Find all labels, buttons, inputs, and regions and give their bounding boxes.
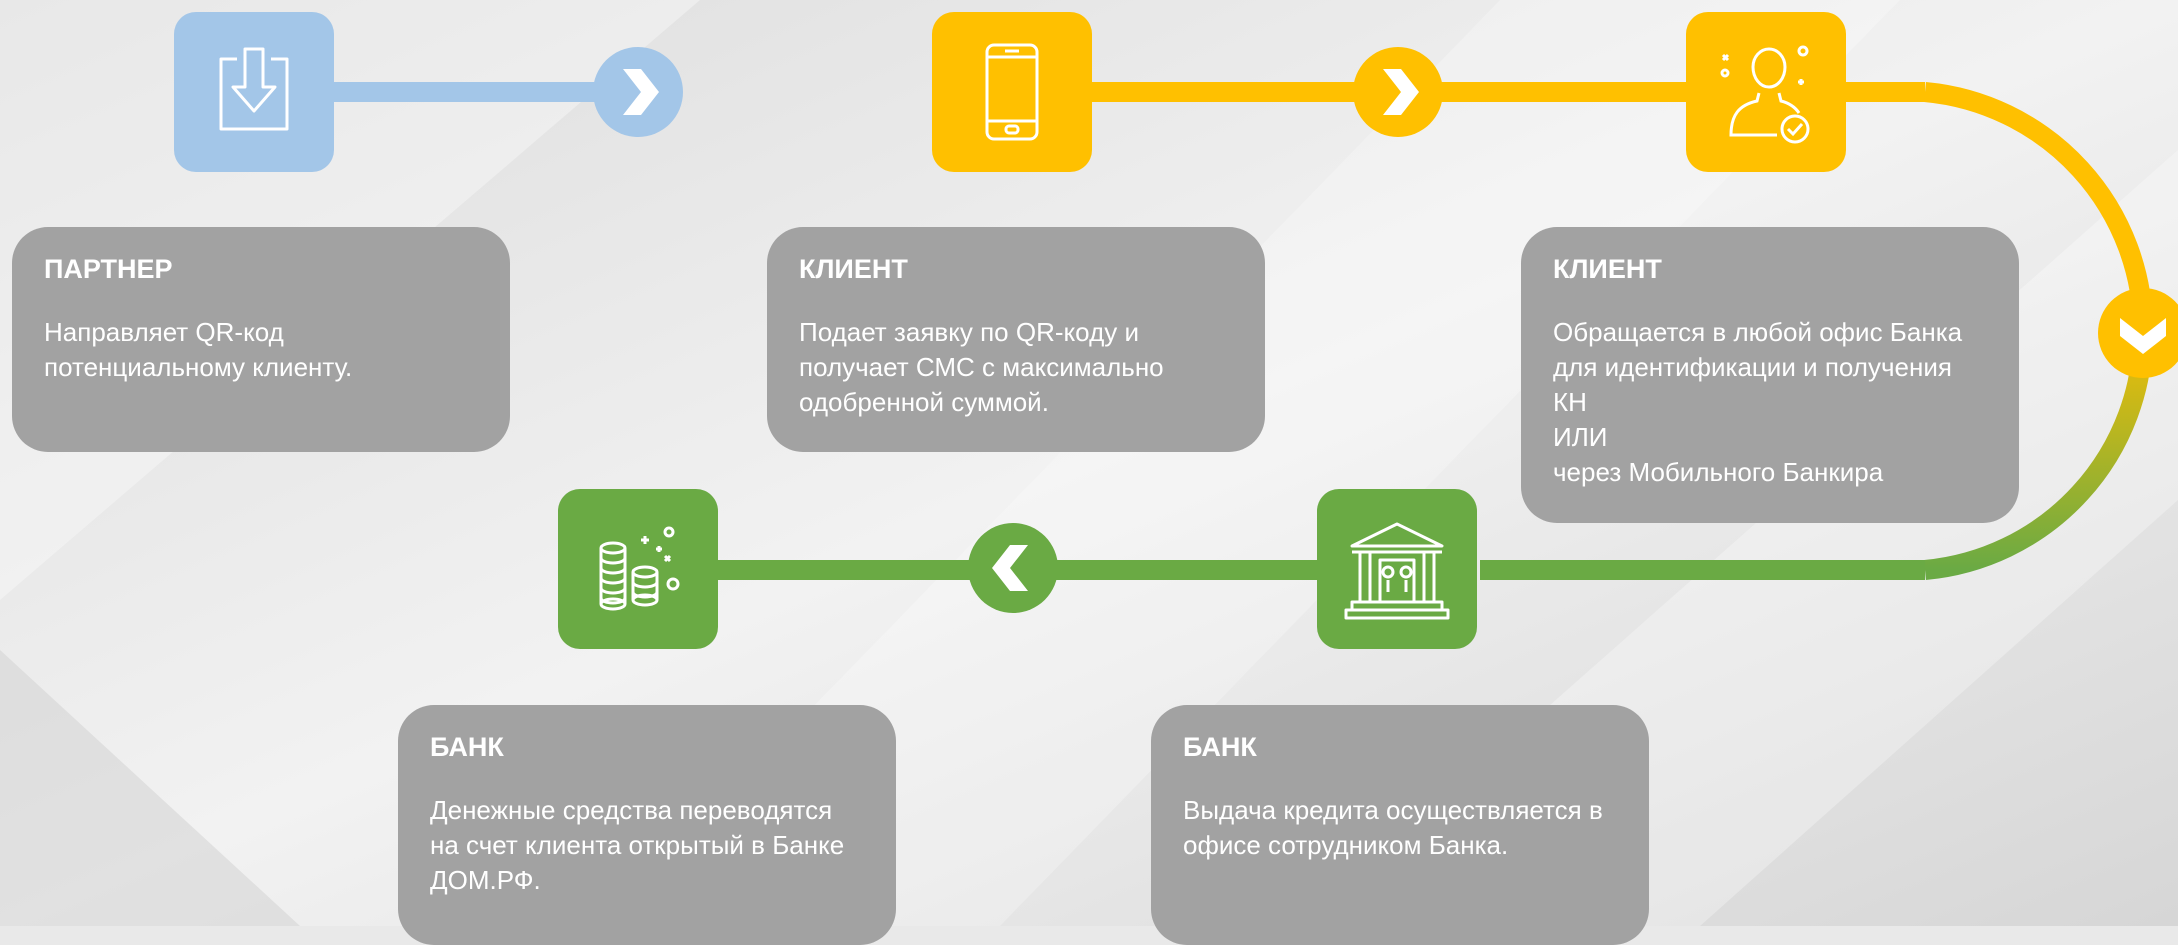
step-3-card: КЛИЕНТ Обращается в любой офис Банка для… — [1521, 227, 2019, 523]
step-1-text: Направляет QR-код потенциальному клиенту… — [44, 317, 353, 382]
step-5-title: БАНК — [430, 732, 504, 762]
step-1-icon-box — [174, 12, 334, 172]
step-5-icon-box — [558, 489, 718, 649]
step-1-card: ПАРТНЕР Направляет QR-код потенциальному… — [12, 227, 510, 452]
step-5-card: БАНК Денежные средства переводятся на сч… — [398, 705, 896, 945]
step-2-text: Подает заявку по QR-коду и получает СМС … — [799, 317, 1164, 417]
step-2-card: КЛИЕНТ Подает заявку по QR-коду и получа… — [767, 227, 1265, 452]
step-2-title: КЛИЕНТ — [799, 254, 908, 284]
coins-icon — [599, 526, 680, 611]
bank-building-icon — [1344, 522, 1450, 620]
step-4-icon-box — [1317, 489, 1477, 649]
step-1-title: ПАРТНЕР — [44, 254, 173, 284]
step-4-text: Выдача кредита осуществляется в офисе со… — [1183, 795, 1603, 860]
step-3-text: Обращается в любой офис Банка для иденти… — [1553, 317, 1963, 487]
step-4-card: БАНК Выдача кредита осуществляется в офи… — [1151, 705, 1649, 945]
step-5-text: Денежные средства переводятся на счет кл… — [430, 795, 845, 895]
chevron-down-icon — [2098, 288, 2178, 378]
download-icon — [219, 47, 289, 131]
step-3-title: КЛИЕНТ — [1553, 254, 1662, 284]
chevron-right-icon-1 — [593, 47, 683, 137]
chevron-left-icon — [968, 523, 1058, 613]
step-3-icon-box — [1686, 12, 1846, 172]
chevron-right-icon-2 — [1353, 47, 1443, 137]
user-check-icon — [1720, 45, 1810, 144]
step-4-title: БАНК — [1183, 732, 1257, 762]
smartphone-icon — [985, 43, 1039, 141]
step-2-icon-box — [932, 12, 1092, 172]
